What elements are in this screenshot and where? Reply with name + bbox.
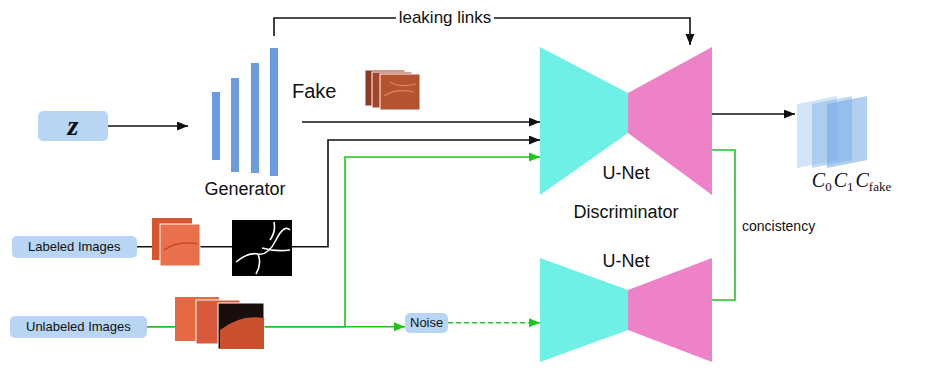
input-label: Labeled Images	[28, 239, 121, 255]
labeled-image	[152, 218, 200, 266]
class-labels: C0C1Cfake	[795, 169, 910, 195]
unet-label: U-Net	[540, 251, 712, 273]
latent-box: z	[38, 111, 108, 141]
unet-shape	[540, 45, 712, 227]
labeled-images-box: Labeled Images	[12, 236, 137, 258]
generator-block: Generator	[188, 36, 302, 206]
green-connector	[448, 322, 540, 324]
consistency-unet: U-Net	[540, 250, 712, 365]
fake-images	[365, 70, 420, 110]
consistency-label: concistency	[739, 218, 818, 235]
input-label: Unlabeled Images	[26, 319, 131, 335]
latent-symbol: z	[68, 109, 79, 143]
output-maps	[797, 96, 867, 168]
unlabeled-images	[175, 297, 264, 349]
class-symbol: C	[834, 169, 847, 191]
image-label: Fake	[292, 80, 336, 103]
class-symbol: C	[812, 169, 825, 191]
unlabeled-images-box: Unlabeled Images	[10, 316, 147, 338]
connector-arrow	[108, 125, 188, 127]
link-label: leaking links	[396, 8, 495, 28]
discriminator-unet: U-NetDiscriminator	[540, 45, 712, 227]
connector-arrow	[302, 121, 540, 123]
unet-label: U-Net	[540, 163, 712, 185]
noise-label: Noise	[410, 315, 443, 331]
class-subscript: 0	[825, 179, 832, 194]
green-connector	[712, 150, 735, 300]
segmentation-mask	[232, 220, 292, 276]
class-subscript: fake	[869, 179, 891, 194]
noise-box: Noise	[405, 313, 448, 333]
discriminator-label: Discriminator	[540, 202, 712, 224]
generator-layers	[212, 48, 278, 176]
generator-label: Generator	[188, 179, 302, 201]
output-maps-group: C0C1Cfake	[795, 95, 910, 200]
class-subscript: 1	[847, 179, 854, 194]
connector-arrow	[712, 113, 795, 115]
class-symbol: C	[855, 169, 868, 191]
